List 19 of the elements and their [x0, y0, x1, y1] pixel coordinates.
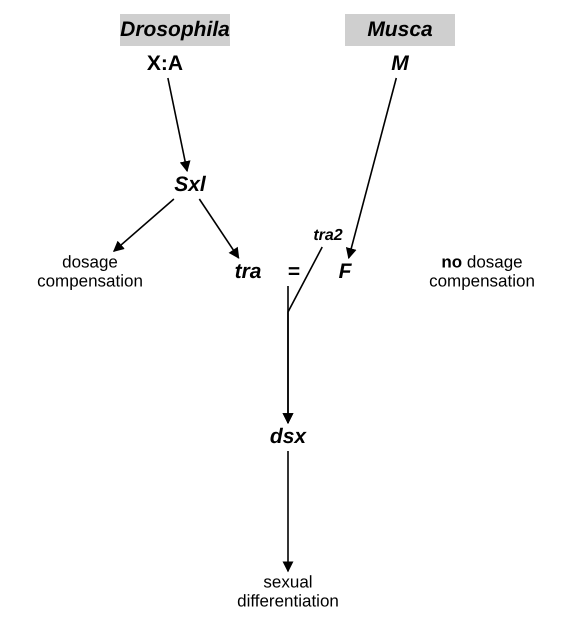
gene-label: Sxl [174, 173, 206, 197]
gene-label: F [338, 260, 352, 284]
arrow [282, 246, 323, 424]
arrow [282, 451, 294, 572]
gene-label: M [391, 52, 409, 76]
gene-label: X:A [146, 52, 184, 76]
arrow [346, 78, 398, 260]
species-header: Drosophila [120, 14, 230, 46]
arrow [112, 198, 174, 252]
arrow [167, 78, 190, 172]
outcome-text: sexual differentiation [228, 573, 348, 611]
species-header: Musca [345, 14, 455, 46]
outcome-text: dosage compensation [35, 253, 145, 291]
gene-label: tra [234, 260, 262, 284]
equals-sign: = [288, 260, 300, 284]
gene-label: tra2 [313, 227, 343, 245]
gene-label: dsx [270, 425, 306, 449]
outcome-text: no dosage compensation [412, 253, 552, 291]
arrow [198, 198, 240, 259]
